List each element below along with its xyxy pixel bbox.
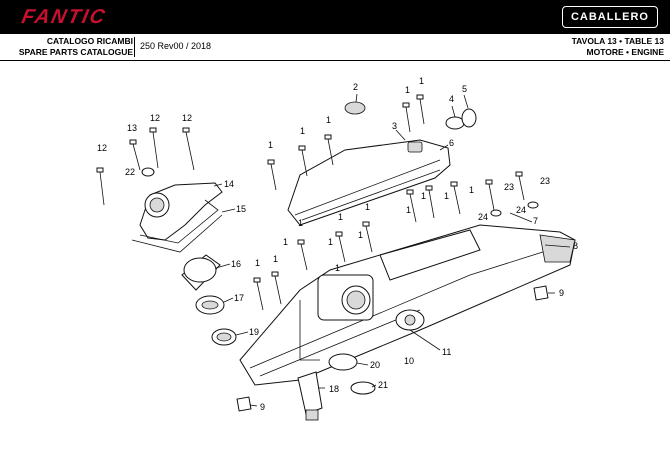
callout-1: 1 [405,85,410,95]
callout-13: 13 [127,123,137,133]
callout-5: 5 [462,84,467,94]
callout-1: 1 [268,140,273,150]
table-ref: TAVOLA 13 • TABLE 13 [571,36,664,46]
model-version: 250 Rev00 / 2018 [140,41,212,51]
callout-22: 22 [125,167,135,177]
fantic-logo: FANTIC [19,6,109,28]
callout-3: 3 [392,121,397,131]
callout-4: 4 [449,94,454,104]
section-name: MOTORE • ENGINE [586,46,664,57]
callout-1: 1 [300,126,305,136]
callout-9: 9 [559,288,564,298]
callout-23: 23 [504,182,514,192]
part-head-cover [287,139,451,226]
callout-19: 19 [249,327,259,337]
part-thermostat-housing [131,182,223,253]
callout-1: 1 [273,254,278,264]
callout-24: 24 [478,212,488,222]
caballero-logo: CABALLERO [561,6,658,28]
catalog-title-en: SPARE PARTS CATALOGUE [18,46,133,57]
callout-14: 14 [224,179,234,189]
callout-1: 1 [326,115,331,125]
callout-12: 12 [97,143,107,153]
callout-18: 18 [329,384,339,394]
callout-1: 1 [469,185,474,195]
callout-15: 15 [236,204,246,214]
catalog-header: CATALOGO RICAMBI SPARE PARTS CATALOGUE 2… [0,34,670,61]
callout-1: 1 [328,237,333,247]
callout-12: 12 [150,113,160,123]
callout-1: 1 [421,191,426,201]
callout-12: 12 [182,113,192,123]
header-divider [134,37,135,57]
part-bolts [96,94,525,311]
callout-1: 1 [338,212,343,222]
callout-24: 24 [516,205,526,215]
top-bar: FANTIC CABALLERO [0,0,670,34]
table-info: TAVOLA 13 • TABLE 13 MOTORE • ENGINE [572,36,664,57]
leader-lines [213,93,571,407]
callout-16: 16 [231,259,241,269]
callout-1: 1 [283,237,288,247]
callout-23: 23 [540,176,550,186]
callout-20: 20 [370,360,380,370]
callout-1: 1 [298,218,303,228]
callout-17: 17 [234,293,244,303]
callout-numbers: 1 1 1 1 1 1 1 1 1 1 1 1 1 1 1 1 1 1 2 3 … [97,76,578,412]
callout-1: 1 [365,202,370,212]
callout-1: 1 [255,258,260,268]
callout-11: 11 [442,347,451,357]
part-small-components [141,101,549,421]
callout-8: 8 [573,241,578,251]
callout-1: 1 [419,76,424,86]
callout-21: 21 [378,380,388,390]
catalog-title-it: CATALOGO RICAMBI [46,36,133,46]
callout-2: 2 [353,82,358,92]
callout-1: 1 [358,230,363,240]
exploded-parts-diagram: 1 1 1 1 1 1 1 1 1 1 1 1 1 1 1 1 1 1 2 3 … [96,76,578,421]
callout-1: 1 [406,205,411,215]
callout-1: 1 [335,263,340,273]
callout-6: 6 [449,138,454,148]
callout-9: 9 [260,402,265,412]
catalog-title: CATALOGO RICAMBI SPARE PARTS CATALOGUE [0,36,133,57]
callout-1: 1 [444,191,449,201]
callout-7: 7 [533,216,538,226]
callout-10: 10 [404,356,414,366]
part-crankcase-cover [239,224,576,386]
